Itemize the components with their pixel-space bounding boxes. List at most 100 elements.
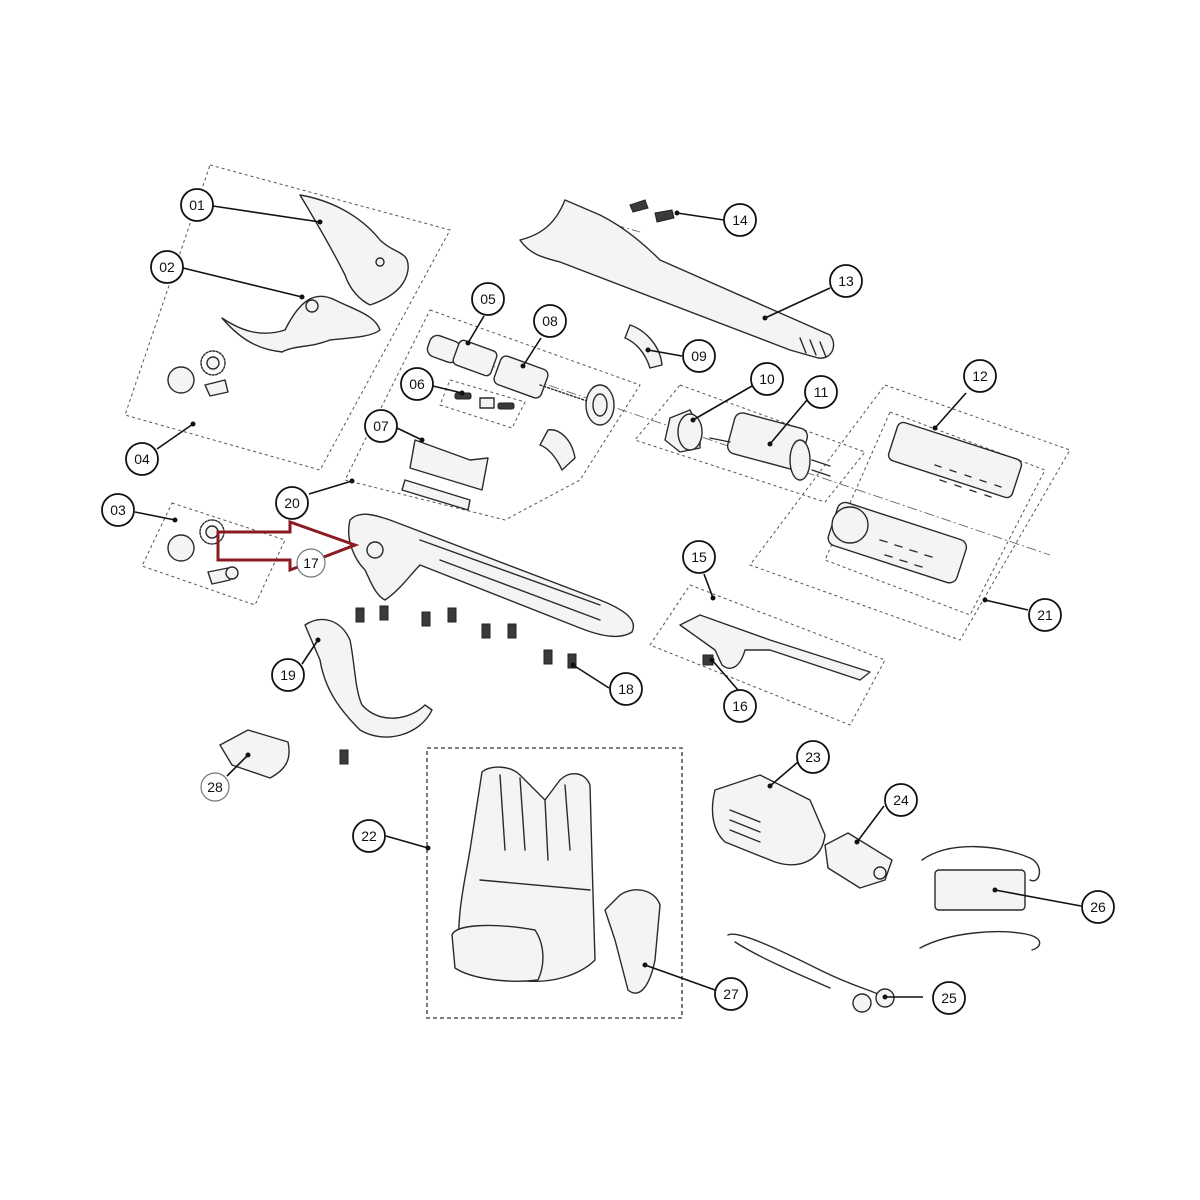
callout-16: 16 xyxy=(723,689,757,723)
part-screw-b xyxy=(379,605,389,621)
part-drive-sleeve xyxy=(493,355,549,399)
part-lower-blade xyxy=(221,295,381,353)
callout-label: 06 xyxy=(409,376,425,392)
callout-label: 01 xyxy=(189,197,205,213)
callout-label: 05 xyxy=(480,291,496,307)
callout-label: 25 xyxy=(941,990,957,1006)
part-half-shell-lower xyxy=(539,429,576,471)
callout-label: 14 xyxy=(732,212,748,228)
callout-15: 15 xyxy=(682,540,716,574)
callout-label: 03 xyxy=(110,502,126,518)
part-screw-c xyxy=(421,611,431,627)
callout-08: 08 xyxy=(533,304,567,338)
callout-18: 18 xyxy=(609,672,643,706)
callout-label: 02 xyxy=(159,259,175,275)
callout-05: 05 xyxy=(471,282,505,316)
highlight-arrow xyxy=(216,519,360,573)
part-screw-g xyxy=(543,649,553,665)
part-main-body xyxy=(348,513,635,638)
part-controller-lower-slots xyxy=(879,539,933,568)
part-upper-blade xyxy=(299,194,409,306)
callout-label: 24 xyxy=(893,792,909,808)
part-bracket xyxy=(409,439,489,491)
group-box-blade-set-small xyxy=(141,502,286,606)
callout-23: 23 xyxy=(796,740,830,774)
part-cable xyxy=(727,933,881,996)
callout-17: 17 xyxy=(296,548,326,578)
part-lower-blade-hole xyxy=(305,299,319,313)
callout-label: 09 xyxy=(691,348,707,364)
part-main-body-hole xyxy=(366,541,384,559)
part-trigger-spring xyxy=(702,654,714,666)
group-box-controller xyxy=(749,384,1071,641)
callout-10: 10 xyxy=(750,362,784,396)
part-lead-screw xyxy=(539,384,591,403)
callout-label: 10 xyxy=(759,371,775,387)
callout-label: 08 xyxy=(542,313,558,329)
part-connector-socket xyxy=(873,866,887,880)
callout-27: 27 xyxy=(714,977,748,1011)
callout-02: 02 xyxy=(150,250,184,284)
part-harness-straps xyxy=(479,774,591,891)
part-foam-pad xyxy=(219,729,290,779)
callout-label: 20 xyxy=(284,495,300,511)
part-top-housing-ribs xyxy=(799,337,827,358)
callout-label: 22 xyxy=(361,828,377,844)
part-motor-terminals xyxy=(811,459,831,477)
group-box-controller-inner xyxy=(824,411,1046,616)
callout-28: 28 xyxy=(200,772,230,802)
group-box-harness-kit xyxy=(426,747,683,1019)
part-cable-plug-1 xyxy=(852,993,872,1013)
part-trigger-plate xyxy=(679,614,871,681)
part-motor-shaft xyxy=(709,437,731,443)
callout-04: 04 xyxy=(125,442,159,476)
callout-25: 25 xyxy=(932,981,966,1015)
callout-20: 20 xyxy=(275,486,309,520)
part-half-shell-upper xyxy=(624,324,663,369)
group-box-trigger xyxy=(649,584,886,726)
part-coupling-face xyxy=(677,413,703,451)
part-holster xyxy=(604,889,661,994)
callout-09: 09 xyxy=(682,339,716,373)
part-charger xyxy=(934,869,1026,911)
callout-24: 24 xyxy=(884,783,918,817)
part-gear-small-hub xyxy=(205,525,219,539)
callout-label: 16 xyxy=(732,698,748,714)
part-housing-screw-1 xyxy=(629,199,649,213)
callout-19: 19 xyxy=(271,658,305,692)
part-screw-f xyxy=(507,623,517,639)
part-main-body-detail xyxy=(419,539,601,621)
callout-21: 21 xyxy=(1028,598,1062,632)
callout-label: 12 xyxy=(972,368,988,384)
callout-label: 21 xyxy=(1037,607,1053,623)
part-controller-motor xyxy=(831,506,869,544)
part-bearing xyxy=(585,384,615,426)
part-sensor-block xyxy=(479,397,495,409)
part-sensor-spring xyxy=(497,402,515,410)
callout-label: 26 xyxy=(1090,899,1106,915)
part-screw-d xyxy=(447,607,457,623)
part-charger-cord xyxy=(919,845,1041,951)
part-motor-end xyxy=(789,439,811,481)
callout-label: 18 xyxy=(618,681,634,697)
part-screw-i xyxy=(339,749,349,765)
part-washer xyxy=(225,566,239,580)
callout-06: 06 xyxy=(400,367,434,401)
callout-label: 27 xyxy=(723,986,739,1002)
callout-26: 26 xyxy=(1081,890,1115,924)
part-harness-pouch xyxy=(451,924,544,982)
part-controller-board xyxy=(887,421,1023,499)
callout-14: 14 xyxy=(723,203,757,237)
part-battery xyxy=(711,774,826,866)
callout-03: 03 xyxy=(101,493,135,527)
callout-01: 01 xyxy=(180,188,214,222)
callout-label: 07 xyxy=(373,418,389,434)
callout-label: 13 xyxy=(838,273,854,289)
callout-11: 11 xyxy=(804,375,838,409)
part-bearing-inner xyxy=(592,393,608,417)
part-clip xyxy=(204,379,229,397)
callout-label: 19 xyxy=(280,667,296,683)
part-pivot-ball xyxy=(167,366,195,394)
leader-lines xyxy=(134,205,1082,1000)
